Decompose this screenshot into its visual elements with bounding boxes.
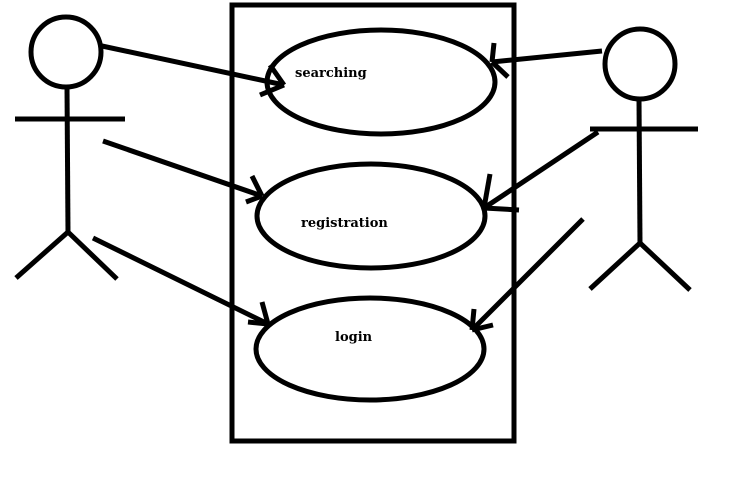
arrowhead-stroke [489,42,497,63]
association-right-searching [489,42,603,79]
arrowhead-stroke [481,173,493,209]
right-actor [588,26,698,292]
arrowhead-stroke [259,82,285,98]
arrowhead-stroke [267,63,287,87]
association-line [470,217,585,332]
association-line [482,129,600,211]
arrowhead-stroke [483,205,520,213]
use-case-registration-label: registration [301,216,388,231]
use-case-registration-ellipse [254,161,488,271]
association-right-registration [481,129,600,213]
left-actor-right-leg [66,230,119,281]
arrowhead-stroke [247,319,269,327]
use-case-searching-ellipse [264,27,498,137]
use-case-login-label: login [335,330,373,345]
association-left-searching [101,43,287,98]
association-line [91,235,270,327]
association-left-registration [102,138,265,205]
system-boundary [229,2,517,444]
right-actor-body [636,98,643,244]
left-actor-body [64,86,71,233]
arrowhead-stroke [245,193,263,205]
use-case-login-ellipse [253,295,487,403]
association-right-login [469,217,585,333]
left-actor-left-leg [14,230,70,280]
right-actor-left-leg [588,241,642,291]
association-left-login [91,235,271,327]
use-case-login: login [253,295,487,403]
use-case-searching-label: searching [295,66,367,81]
arrowhead-stroke [249,174,265,198]
use-case-searching: searching [264,27,498,137]
left-actor [14,14,125,281]
arrowhead-stroke [259,301,271,325]
association-line [101,43,285,88]
arrowhead-stroke [490,60,510,79]
arrowhead-stroke [471,322,494,333]
right-actor-right-leg [638,241,692,292]
association-line [491,48,603,65]
left-actor-head [28,14,104,90]
arrowhead-stroke [469,308,477,331]
association-line [102,138,263,199]
use-case-registration: registration [254,161,488,271]
right-actor-head [602,26,678,102]
